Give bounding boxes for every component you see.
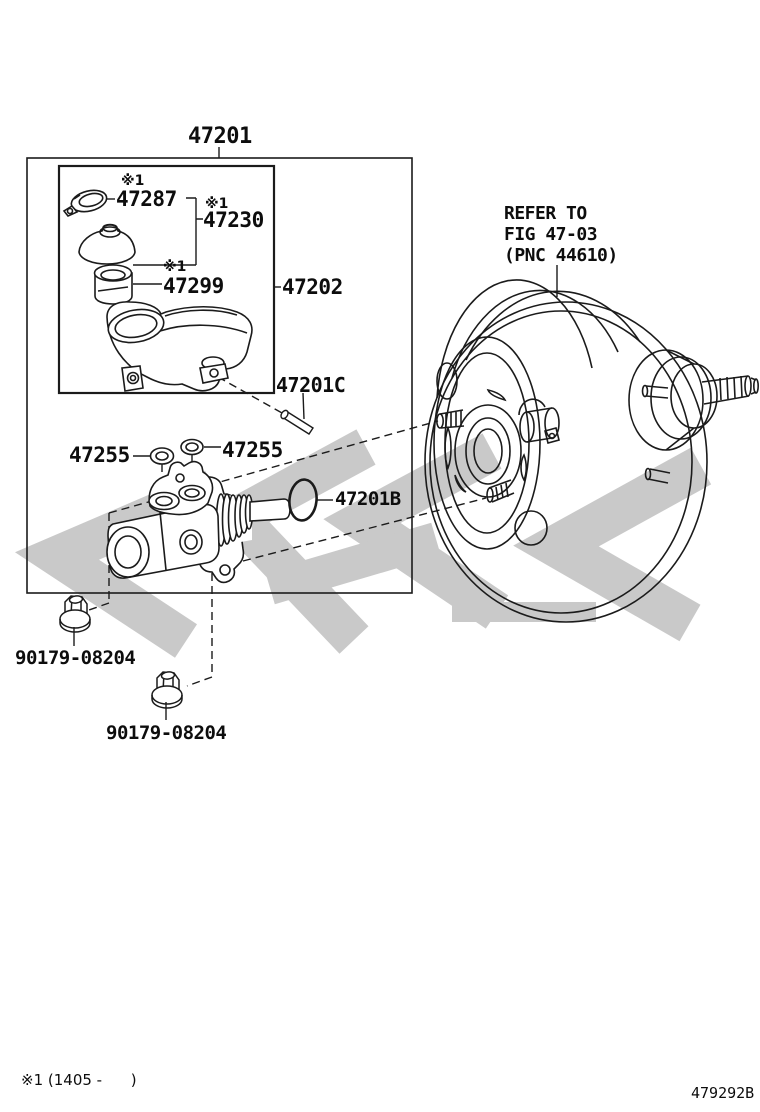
bolt-front-drawing — [59, 594, 91, 633]
reservoir-diaphragm-drawing — [78, 223, 136, 265]
booster-stud-lower-icon — [486, 479, 515, 503]
label-bolt-rear-90179-08204: 90179-08204 — [106, 722, 227, 744]
footnote-applicability: ※1 (1405 - ) — [21, 1071, 137, 1089]
reservoir-subassembly-box — [57, 164, 276, 395]
label-assembly-47201: 47201 — [188, 124, 252, 149]
leader-lines — [73, 147, 558, 720]
refer-note-line2: FIG 47-03 — [504, 224, 598, 245]
reservoir-cap-drawing — [62, 189, 108, 217]
o-ring-drawing — [288, 478, 318, 522]
label-reservoir-47202: 47202 — [282, 275, 343, 299]
note-mark-47299: ※1 — [163, 259, 187, 275]
refer-note: REFER TO FIG 47-03 (PNC 44610) — [504, 203, 618, 266]
label-cap-47287: 47287 — [116, 187, 177, 211]
grommet-front-drawing — [149, 447, 175, 465]
note-mark-47287: ※1 — [121, 173, 145, 189]
label-grommet-rear-47255: 47255 — [222, 438, 283, 462]
grommet-rear-drawing — [180, 438, 204, 456]
label-cap-assy-47230: 47230 — [203, 208, 264, 232]
booster-stud-upper-icon — [435, 409, 465, 429]
label-pin-47201C: 47201C — [276, 373, 346, 397]
figure-code: 479292B — [691, 1084, 755, 1102]
brake-booster-drawing — [424, 279, 759, 623]
bolt-rear-drawing — [151, 670, 183, 709]
booster-check-valve-icon — [518, 398, 560, 444]
note-mark-47230: ※1 — [205, 196, 229, 212]
reservoir-strainer-drawing — [93, 264, 133, 305]
label-bolt-front-90179-08204: 90179-08204 — [15, 647, 136, 669]
booster-rod-icon — [701, 375, 759, 405]
pin-drawing — [280, 409, 314, 435]
refer-note-line3: (PNC 44610) — [504, 245, 618, 266]
label-o-ring-47201B: 47201B — [335, 488, 401, 510]
watermark-logo — [14, 429, 712, 658]
refer-note-line1: REFER TO — [504, 203, 587, 224]
label-grommet-front-47255: 47255 — [69, 443, 130, 467]
label-strainer-47299: 47299 — [163, 274, 224, 298]
reservoir-tank-drawing — [106, 301, 253, 392]
